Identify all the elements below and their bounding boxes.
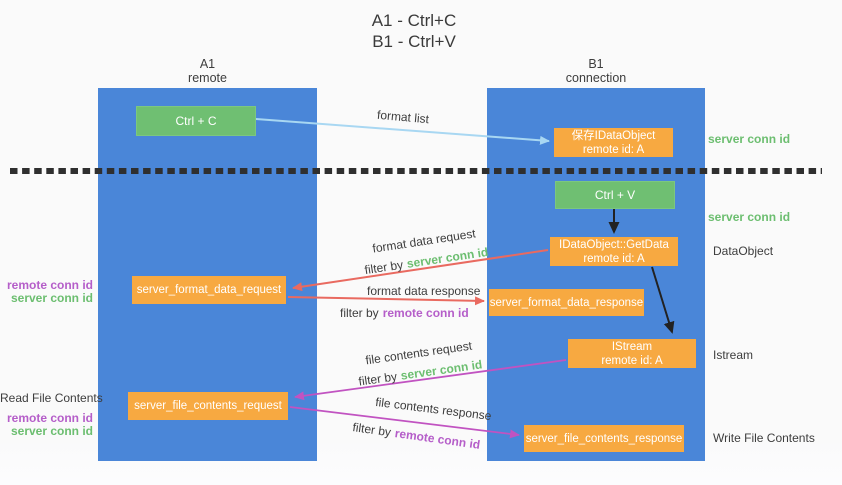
- title-line-1: A1 - Ctrl+C: [371, 11, 457, 30]
- column-a1-role: remote: [188, 71, 227, 85]
- filter-key-remote-2: remote conn id: [393, 426, 482, 452]
- filter-key-server-2: server conn id: [399, 357, 484, 383]
- node-getdata-line1: IDataObject::GetData: [559, 238, 669, 251]
- node-ctrl-v: Ctrl + V: [555, 181, 675, 209]
- node-istream-line2: remote id: A: [601, 354, 663, 367]
- node-server-file-contents-request: server_file_contents_request: [128, 392, 288, 420]
- node-istream: IStream remote id: A: [568, 339, 696, 368]
- column-header-a1: A1 remote: [98, 57, 317, 85]
- label-format-data-response: format data response: [367, 284, 481, 298]
- node-save-dataobject-line1: 保存IDataObject: [571, 129, 656, 142]
- title-line-2: B1 - Ctrl+V: [372, 32, 456, 51]
- label-format-list: format list: [376, 107, 430, 127]
- node-getdata-line2: remote id: A: [583, 252, 645, 265]
- label-write-file-contents: Write File Contents: [713, 431, 815, 445]
- label-remote-conn-id-left-bottom: remote conn id: [6, 411, 93, 425]
- filter-prefix-1: filter by: [363, 257, 404, 278]
- filter-prefix-2: filter by: [340, 306, 379, 320]
- node-ctrl-c: Ctrl + C: [136, 106, 256, 136]
- label-server-conn-id-left-bottom: server conn id: [10, 424, 93, 438]
- column-b1-role: connection: [565, 71, 627, 85]
- node-save-dataobject-line2: remote id: A: [582, 143, 645, 156]
- label-dataobject: DataObject: [713, 244, 774, 258]
- filter-prefix-4: filter by: [351, 420, 392, 440]
- node-server-format-data-request: server_format_data_request: [132, 276, 286, 304]
- filter-prefix-3: filter by: [357, 369, 398, 389]
- filter-key-remote-1: remote conn id: [382, 306, 469, 320]
- label-server-conn-id-right-mid: server conn id: [708, 210, 791, 224]
- label-remote-conn-id-left-top: remote conn id: [6, 278, 93, 292]
- node-server-file-contents-response: server_file_contents_response: [524, 425, 684, 452]
- column-header-b1: B1 connection: [487, 57, 705, 85]
- column-a1-name: A1: [199, 57, 216, 71]
- label-server-conn-id-left-top: server conn id: [10, 291, 93, 305]
- label-istream: Istream: [713, 348, 754, 362]
- column-b1-name: B1: [588, 57, 604, 71]
- diagram-title: A1 - Ctrl+C B1 - Ctrl+V: [0, 10, 828, 52]
- label-file-contents-response: file contents response: [374, 394, 493, 424]
- label-server-conn-id-right-top: server conn id: [708, 132, 791, 146]
- node-server-format-data-response: server_format_data_response: [489, 289, 644, 316]
- label-read-file-contents: Read File Contents: [0, 391, 103, 405]
- node-istream-line1: IStream: [611, 340, 653, 353]
- node-save-dataobject: 保存IDataObject remote id: A: [554, 128, 673, 157]
- node-idataobject-getdata: IDataObject::GetData remote id: A: [550, 237, 678, 266]
